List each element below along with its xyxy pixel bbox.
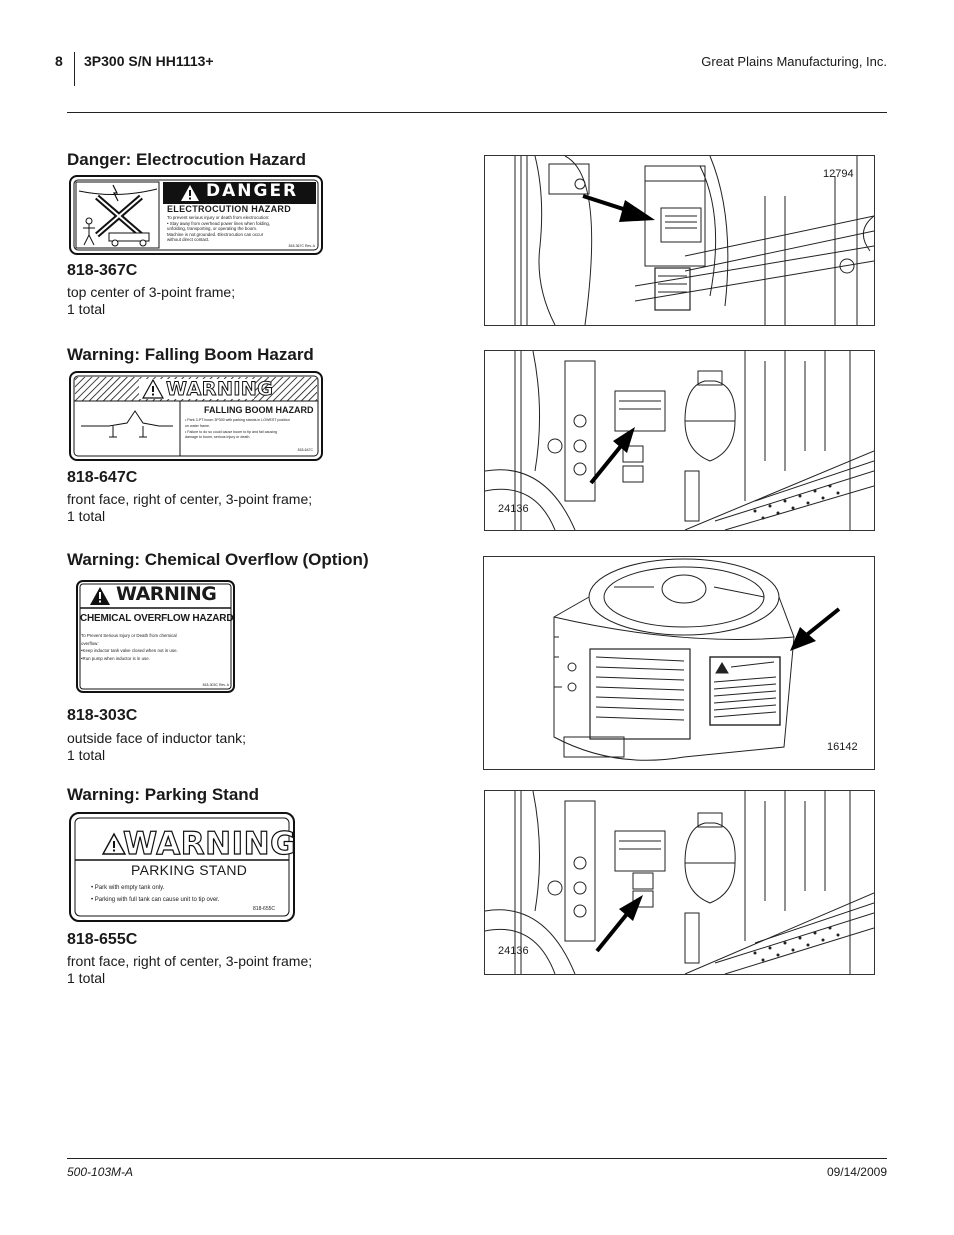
footer-date: 09/14/2009 <box>826 1165 887 1179</box>
section-title-electrocution: Danger: Electrocution Hazard <box>67 150 306 169</box>
photo-frame-front-face-2: 24136 <box>484 790 875 975</box>
section-title-chemical-overflow: Warning: Chemical Overflow (Option) <box>67 550 369 569</box>
location-818-655c: front face, right of center, 3-point fra… <box>67 953 313 986</box>
figure-number-24136-b: 24136 <box>498 945 529 957</box>
decal-signal-word: WARNING <box>165 378 274 401</box>
warning-chemical-overflow-decal: WARNING CHEMICAL OVERFLOW HAZARD To Prev… <box>76 580 235 693</box>
decal-hazard: CHEMICAL OVERFLOW HAZARD <box>80 613 234 624</box>
decal-signal-word: WARNING <box>122 825 297 862</box>
decal-signal-word: WARNING <box>116 583 217 605</box>
section-title-falling-boom: Warning: Falling Boom Hazard <box>67 345 314 364</box>
figure-number-16142: 16142 <box>827 741 858 753</box>
photo-frame-front-face-1: 24136 <box>484 350 875 531</box>
decal-code: 818-655C <box>253 906 275 912</box>
decal-text: To prevent serious injury or death from … <box>167 215 271 243</box>
part-number-818-367c: 818-367C <box>67 262 138 279</box>
decal-hazard: FALLING BOOM HAZARD <box>204 405 314 415</box>
warning-falling-boom-decal: WARNING FALLING BOOM HAZARD • Park 3-PT … <box>69 371 323 461</box>
decal-text: To Prevent Serious Injury or Death from … <box>81 633 178 661</box>
footer-rule <box>67 1158 887 1159</box>
decal-text: • Park 3-PT boom 3P300 with parking stan… <box>185 418 290 440</box>
company-name: Great Plains Manufacturing, Inc. <box>701 54 887 69</box>
part-number-818-647c: 818-647C <box>67 469 138 486</box>
decal-code: 818-647C <box>297 448 313 452</box>
header-rule <box>67 112 887 113</box>
decal-hazard: PARKING STAND <box>131 862 248 878</box>
decal-text: • Park with empty tank only. • Parking w… <box>91 885 220 903</box>
danger-electrocution-decal: DANGER ELECTROCUTION HAZARD To prevent s… <box>69 175 323 255</box>
figure-number-12794: 12794 <box>823 168 854 180</box>
section-title-parking-stand: Warning: Parking Stand <box>67 785 260 804</box>
location-818-303c: outside face of inductor tank; 1 total <box>67 730 246 763</box>
footer-doc-number: 500-103M-A <box>67 1165 134 1179</box>
decal-signal-word: DANGER <box>206 181 299 201</box>
part-number-818-303c: 818-303C <box>67 707 138 724</box>
decal-code: 818-367C Rev. A <box>288 244 315 248</box>
location-818-367c: top center of 3-point frame; 1 total <box>67 284 236 317</box>
document-title: 3P300 S/N HH1113+ <box>84 53 214 69</box>
location-818-647c: front face, right of center, 3-point fra… <box>67 491 313 524</box>
warning-parking-stand-decal: WARNING PARKING STAND • Park with empty … <box>69 812 297 922</box>
photo-frame-top-center: 12794 <box>484 155 875 326</box>
photo-inductor-tank: 16142 <box>483 556 875 770</box>
figure-number-24136: 24136 <box>498 503 529 515</box>
decal-hazard: ELECTROCUTION HAZARD <box>167 204 291 214</box>
page-number: 8 <box>55 53 63 69</box>
decal-code: 818-303C Rev. A <box>202 683 229 687</box>
header-divider <box>74 52 75 86</box>
part-number-818-655c: 818-655C <box>67 931 138 948</box>
